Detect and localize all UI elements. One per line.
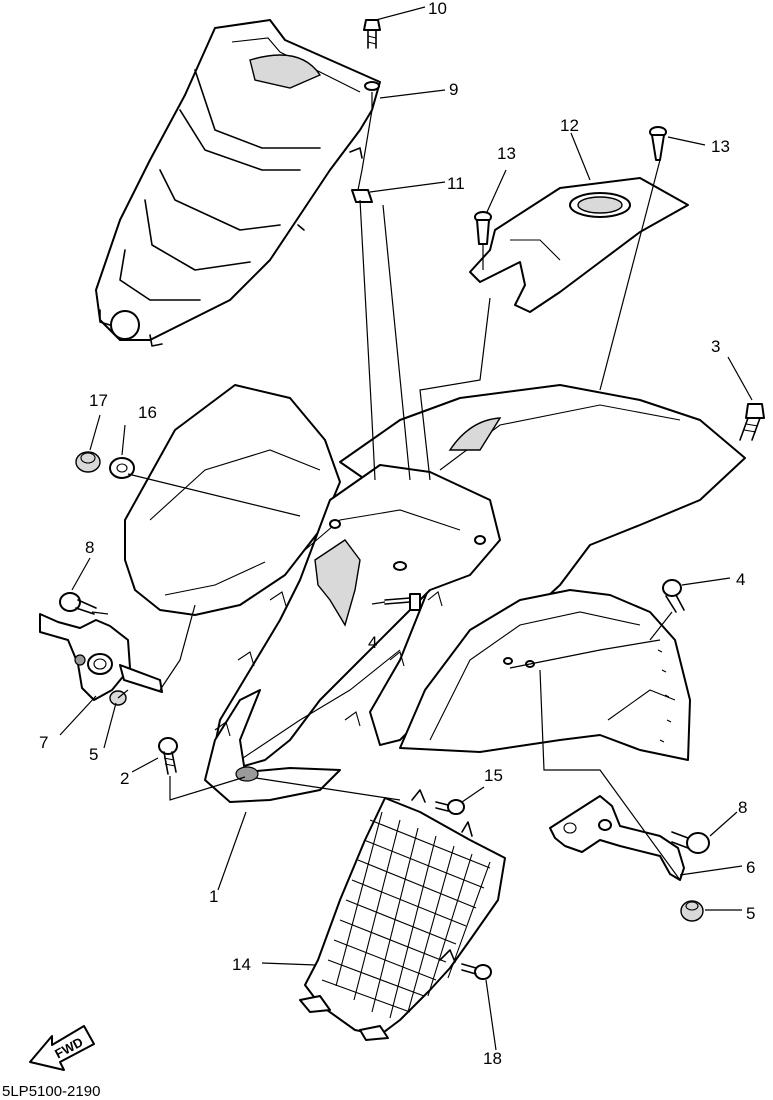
front-fender-part-1 xyxy=(124,384,746,803)
front-upper-cover-part-9 xyxy=(95,19,381,347)
assembly-lines xyxy=(91,92,681,881)
bolt-part-8-right xyxy=(671,831,710,854)
callout-2: 2 xyxy=(120,769,129,788)
rivet-part-13-left xyxy=(474,211,492,245)
bracket-part-7 xyxy=(39,613,163,701)
callout-16: 16 xyxy=(138,403,157,422)
callout-1: 1 xyxy=(209,887,218,906)
callout-5-left: 5 xyxy=(89,745,98,764)
nut-part-5-right xyxy=(680,900,704,922)
callout-numbers: 10 9 11 12 13 13 3 17 16 4 4 8 7 5 2 15 … xyxy=(39,0,755,1068)
callout-leaders xyxy=(59,6,753,1051)
bolt-part-2 xyxy=(158,737,178,775)
grommet-part-17 xyxy=(75,451,101,473)
bolt-part-3 xyxy=(739,403,765,441)
callout-15: 15 xyxy=(484,766,503,785)
callout-13-left: 13 xyxy=(497,144,516,163)
callout-11: 11 xyxy=(447,174,465,193)
washer-part-16 xyxy=(109,457,135,479)
grille-mesh xyxy=(321,811,491,1019)
callout-9: 9 xyxy=(449,80,458,99)
rivet-part-13-right xyxy=(649,126,667,161)
callout-17: 17 xyxy=(89,391,108,410)
callout-10: 10 xyxy=(428,0,447,18)
callout-5-right: 5 xyxy=(746,904,755,923)
drawing-code: 5LP5100-2190 xyxy=(2,1083,100,1100)
callout-8-left: 8 xyxy=(85,538,94,557)
center-cover-part-12 xyxy=(469,177,689,313)
bolt-part-8-left xyxy=(59,592,97,615)
callout-12: 12 xyxy=(560,116,579,135)
bolt-part-4-center xyxy=(384,593,421,611)
callout-8-right: 8 xyxy=(738,798,747,817)
fwd-direction-arrow: FWD xyxy=(29,1025,95,1071)
callout-18: 18 xyxy=(483,1049,502,1068)
callout-6: 6 xyxy=(746,858,755,877)
callout-7: 7 xyxy=(39,733,48,752)
callout-14: 14 xyxy=(232,955,251,974)
bolt-part-4-right xyxy=(662,579,685,613)
screw-part-10 xyxy=(363,19,381,91)
screw-part-15 xyxy=(435,799,465,815)
callout-3: 3 xyxy=(711,337,720,356)
callout-13-right: 13 xyxy=(711,137,730,156)
bracket-part-6 xyxy=(549,795,685,881)
front-fender-right-half xyxy=(399,589,691,761)
grille-part-14 xyxy=(299,789,506,1041)
callout-4-right: 4 xyxy=(736,570,745,589)
clip-nut-part-11 xyxy=(351,189,373,203)
screw-part-18 xyxy=(461,963,492,980)
callout-4-center: 4 xyxy=(368,633,377,652)
